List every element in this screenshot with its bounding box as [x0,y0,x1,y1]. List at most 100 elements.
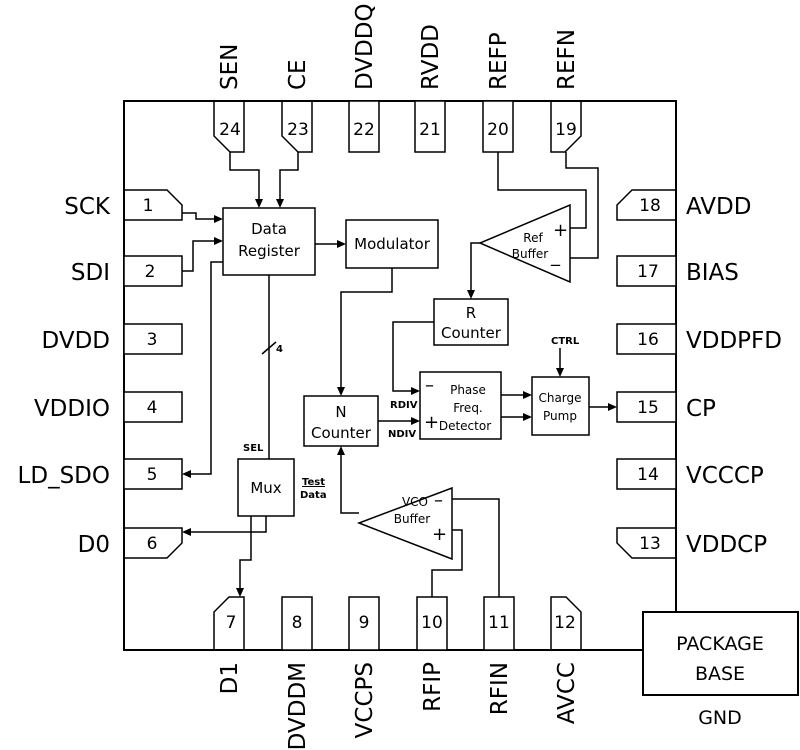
pin-17 [616,255,677,287]
pin-13-num: 13 [639,534,661,554]
data-register-line2: Register [238,242,301,260]
test-label: Test [302,477,325,488]
ref-buffer-plus: + [553,220,568,241]
pin-9-num: 9 [359,613,370,633]
bottom-pins: 7 D1 8 DVDDM 9 VCCPS 10 RFIP 11 RFIN 12 … [213,596,582,750]
pin-8-label: DVDDM [285,662,311,750]
bus-width-label: 4 [276,344,283,355]
pin-19-label: REFN [554,29,580,90]
data-register-block [222,207,316,276]
pin-12 [550,596,582,650]
charge-pump-line1: Charge [538,391,581,405]
pin-16 [616,323,677,355]
mux-label: Mux [250,479,281,497]
pin-9-label: VCCPS [352,662,378,738]
pin-6 [124,527,183,559]
charge-pump-block [531,376,590,436]
pin-20-label: REFP [486,32,512,90]
pin-7-label: D1 [217,662,243,694]
vco-buffer-minus: – [434,490,443,511]
vco-buffer-plus: + [432,524,447,545]
pin-22 [348,100,380,153]
pin-5-num: 5 [147,465,158,485]
pin-11-num: 11 [488,613,510,633]
pin-19 [550,101,582,153]
right-pins: 18 AVDD 17 BIAS 16 VDDPFD 15 CP 14 VCCCP… [616,189,782,559]
left-pins: 1 SCK 2 SDI 3 DVDD 4 VDDIO 5 LD_SDO 6 D0 [18,189,183,559]
pin-15-label: CP [686,396,716,422]
gnd-label: GND [698,707,742,729]
pin-4 [123,391,183,423]
pin-14 [616,458,677,490]
charge-pump-line2: Pump [543,409,577,423]
pfd-line3: Detector [439,419,491,433]
vco-buffer-triangle [356,486,453,561]
pin-8-num: 8 [292,613,303,633]
pin-16-num: 16 [637,330,659,350]
sel-label: SEL [243,443,264,454]
pin-18 [616,189,676,221]
ref-buffer-triangle [478,203,571,284]
vco-buffer-line1: VCO [402,495,428,509]
top-pins: 24 SEN 23 CE 22 DVDDQ 21 RVDD 20 REFP 19… [213,3,582,153]
pin-7-num: 7 [226,613,237,633]
pin-11 [483,596,515,651]
pin-18-label: AVDD [686,194,751,220]
pin-13 [616,527,676,559]
pin-3-num: 3 [147,330,158,350]
pfd-block [419,371,502,440]
pin-3-label: DVDD [42,328,110,354]
chip-outline [123,100,677,651]
r-counter-line1: R [466,304,476,322]
pin-23-label: CE [285,59,311,90]
data-label: Data [300,490,327,501]
pin-22-label: DVDDQ [352,3,378,90]
pin-23-num: 23 [287,120,309,140]
ref-buffer-line2: Buffer [512,247,548,261]
pin-7 [213,596,245,650]
pin-1-label: SCK [64,194,111,220]
pin-18-num: 18 [639,196,661,216]
pin-8 [281,596,313,651]
pin-22-num: 22 [353,120,375,140]
pin-24-label: SEN [217,44,243,90]
wires [182,152,617,597]
pin-17-label: BIAS [686,260,739,286]
pin-14-num: 14 [637,465,659,485]
n-counter-line1: N [335,403,346,421]
pin-11-label: RFIN [487,662,513,715]
ndiv-label: NDIV [388,429,416,440]
vco-buffer-line2: Buffer [394,512,430,526]
ctrl-label: CTRL [551,336,580,347]
pin-12-label: AVCC [554,662,580,724]
pin-4-label: VDDIO [34,396,110,422]
pin-3 [123,323,183,355]
pin-15-num: 15 [637,398,659,418]
pin-21-num: 21 [419,120,441,140]
pin-13-label: VDDCP [686,532,767,558]
rdiv-label: RDIV [390,400,418,411]
package-base [642,611,799,696]
pin-24-num: 24 [219,120,241,140]
pfd-line2: Freq. [453,401,483,415]
pin-19-num: 19 [555,120,577,140]
pin-10-num: 10 [421,613,443,633]
pin-1-num: 1 [143,196,154,216]
pin-21-label: RVDD [418,24,444,90]
pin-15 [616,391,677,423]
modulator-label: Modulator [354,235,431,253]
pin-12-num: 12 [554,613,576,633]
pfd-minus: – [425,375,434,396]
pin-1 [124,189,183,221]
r-counter-line2: Counter [441,324,502,342]
data-register-line1: Data [251,220,287,238]
pin-17-num: 17 [637,262,659,282]
pin-2-num: 2 [145,262,156,282]
pfd-plus: + [424,412,439,433]
pin-20-num: 20 [487,120,509,140]
package-base-line1: PACKAGE [676,633,764,655]
pin-9 [348,596,380,651]
ref-buffer-line1: Ref [523,231,543,245]
r-counter-block [433,298,509,346]
